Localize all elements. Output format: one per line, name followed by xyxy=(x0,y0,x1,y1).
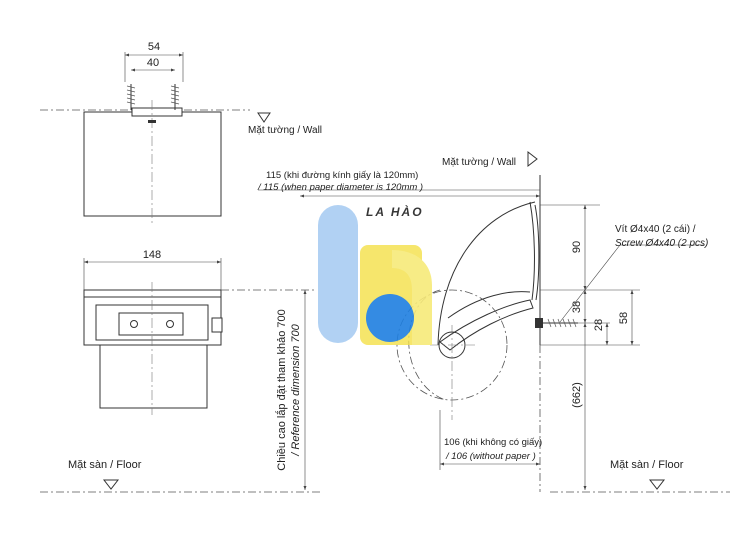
svg-text:LA HÀO: LA HÀO xyxy=(366,204,424,219)
floor-right: Mặt sàn / Floor xyxy=(550,459,730,493)
wall-label-top: Mặt tường / Wall xyxy=(248,125,322,136)
top-view: 54 40 Mặt tường / Wall xyxy=(40,41,322,224)
dim-90-label: 90 xyxy=(571,241,583,253)
ref-height-vi-label: Chiều cao lắp đặt tham khảo 700 xyxy=(275,309,288,470)
floor-marker-right-icon xyxy=(648,479,666,490)
mount-screw-left-icon xyxy=(130,320,138,328)
wall-marker-side-icon xyxy=(527,150,538,168)
dim-40-label: 40 xyxy=(147,57,159,69)
floor-marker-left-icon xyxy=(102,479,120,490)
wall-marker-icon xyxy=(257,112,271,123)
floor-label-right: Mặt sàn / Floor xyxy=(610,459,684,471)
wall-label-side: Mặt tường / Wall xyxy=(442,157,516,168)
floor-left: Mặt sàn / Floor xyxy=(40,459,320,493)
screw-left-icon xyxy=(126,84,136,110)
dim-28-label: 28 xyxy=(593,319,605,331)
wall-screw-icon xyxy=(535,318,578,328)
front-view: 148 xyxy=(83,249,315,415)
dim-58-label: 58 xyxy=(618,312,630,324)
la-hao-watermark-logo: LA HÀO xyxy=(318,204,432,345)
floor-label-left: Mặt sàn / Floor xyxy=(68,459,142,471)
screw-right-icon xyxy=(170,84,180,110)
dim-38-label: 38 xyxy=(571,301,583,313)
no-paper-vi: 106 (khi không có giấy) xyxy=(444,437,542,448)
screw-label-vi: Vít Ø4x40 (2 cái) / xyxy=(615,224,696,235)
no-paper-en: / 106 (without paper ) xyxy=(445,451,536,462)
ref-height-en-label: / Reference dimension 700 xyxy=(290,323,302,456)
mount-screw-right-icon xyxy=(166,320,174,328)
dim-54-label: 54 xyxy=(148,41,160,53)
reference-dimension-700: Chiều cao lắp đặt tham khảo 700 / Refere… xyxy=(275,290,307,490)
paper-note-vi: 115 (khi đường kính giấy là 120mm) xyxy=(266,170,418,181)
side-view: Mặt tường / Wall 115 (khi đường kính giấ… xyxy=(257,150,708,492)
screw-label-en: Screw Ø4x40 (2 pcs) xyxy=(615,238,708,249)
dim-148-label: 148 xyxy=(143,249,161,261)
dim-662-label: (662) xyxy=(571,382,583,408)
paper-note-en: / 115 (when paper diameter is 120mm ) xyxy=(257,182,423,193)
